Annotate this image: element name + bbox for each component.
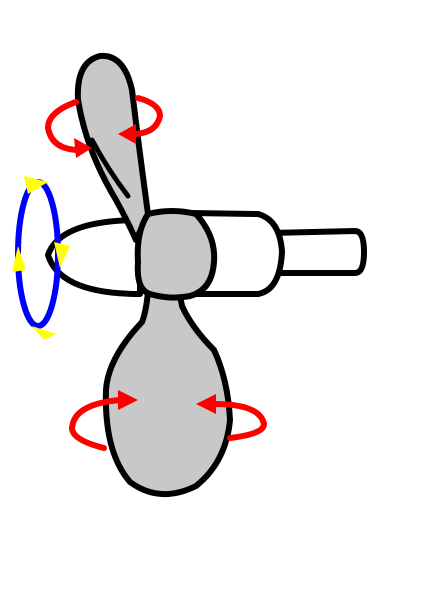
- upper-blade-twist-line: [89, 137, 131, 199]
- hub-nose: [45, 217, 143, 297]
- lower-blade-twist-arrow-icon: [68, 390, 268, 451]
- axial-rotation-ring-icon: [12, 176, 70, 340]
- propeller-hub: [134, 208, 218, 301]
- lower-blade: [102, 285, 233, 498]
- upper-blade: [74, 52, 151, 243]
- propeller-shaft: [267, 228, 367, 276]
- upper-blade-twist-arrow-icon: [44, 95, 164, 158]
